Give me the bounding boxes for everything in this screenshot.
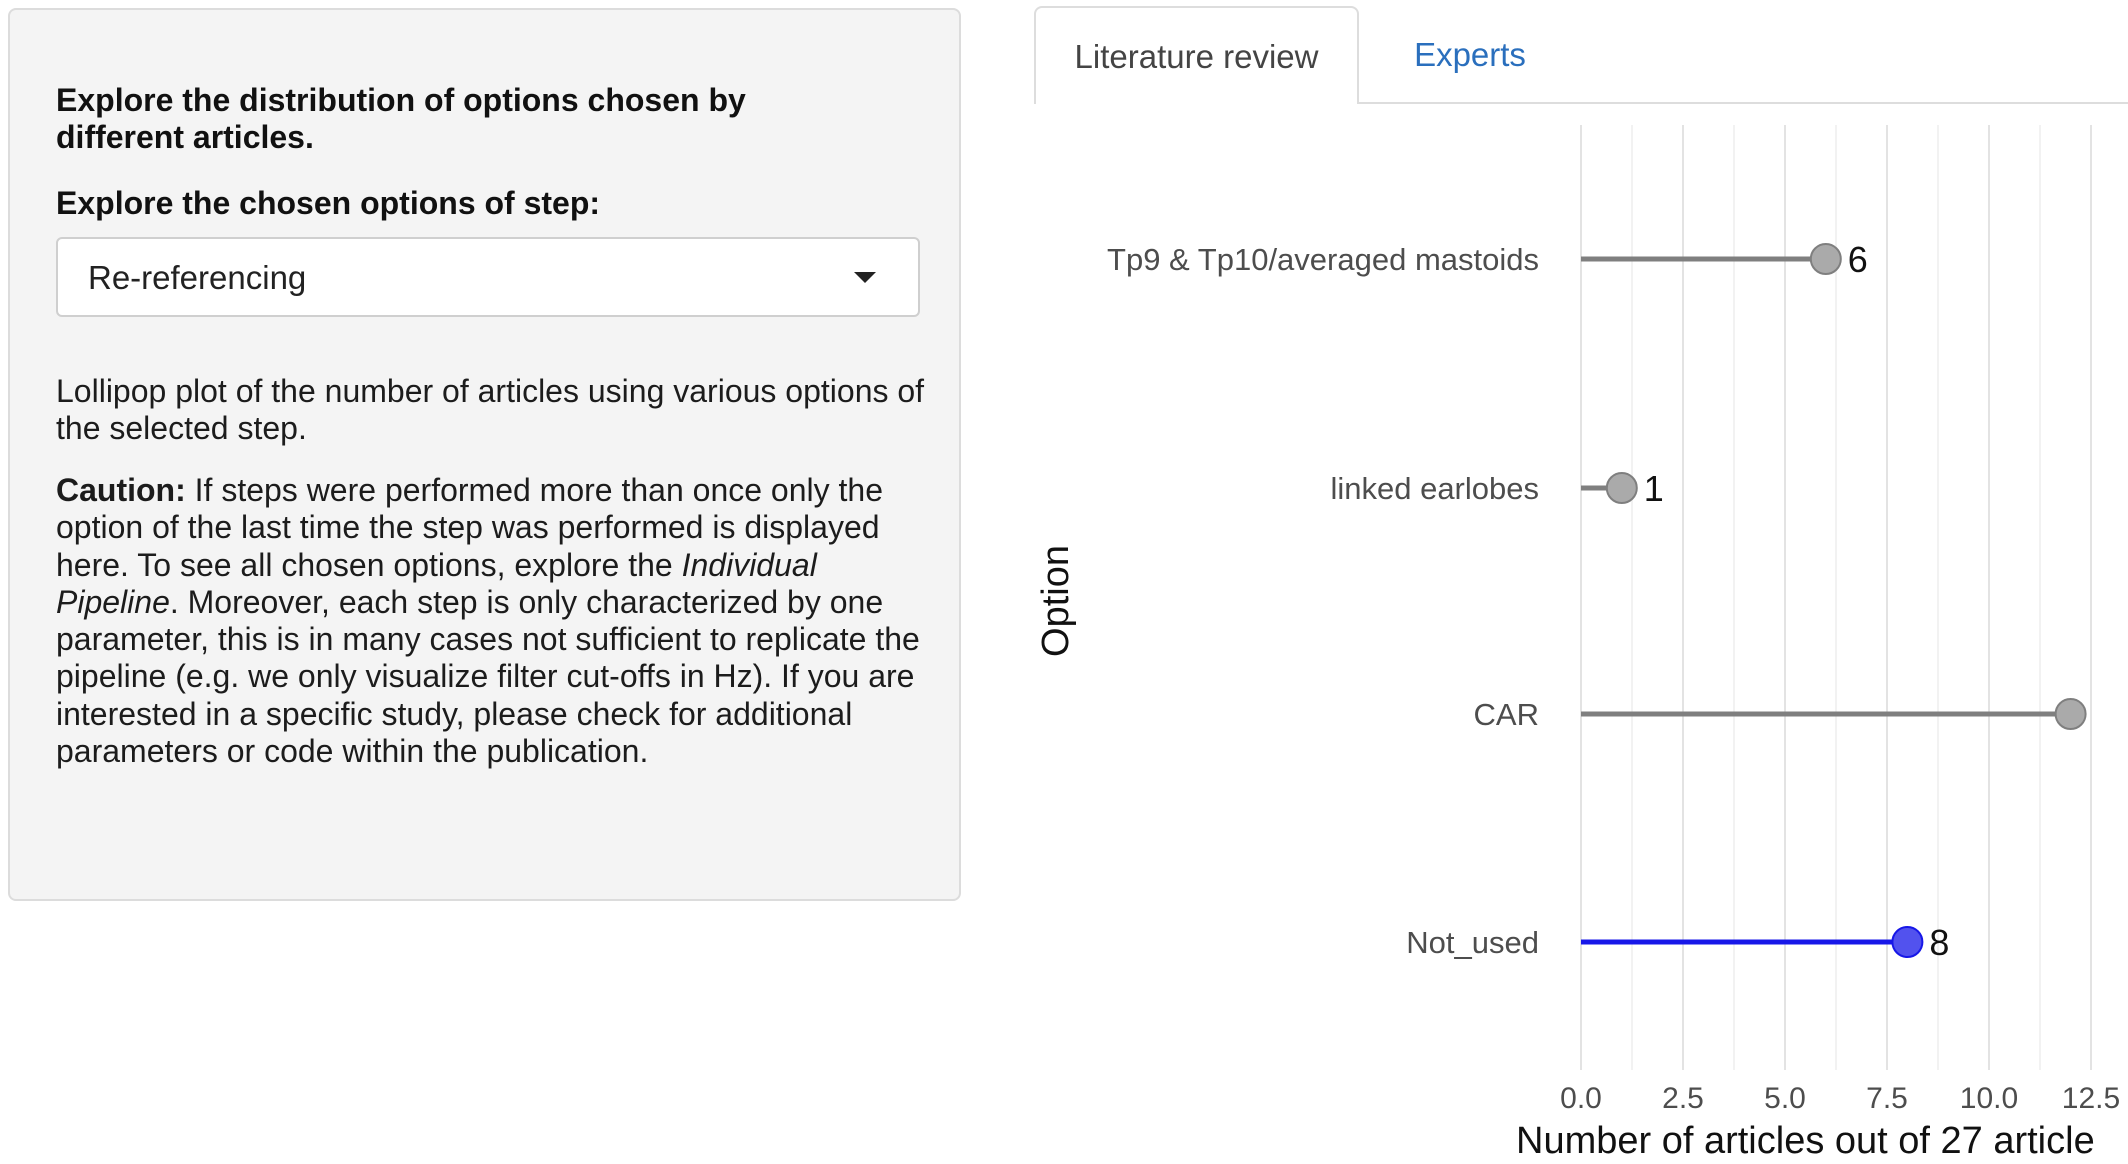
- step-select-label: Explore the chosen options of step:: [56, 185, 601, 221]
- caution-note: Caution: If steps were performed more th…: [56, 472, 936, 770]
- chevron-down-icon: [854, 272, 876, 283]
- step-select[interactable]: Re-referencing: [56, 237, 920, 317]
- category-label: linked earlobes: [1330, 471, 1539, 506]
- sidebar-panel: Explore the distribution of options chos…: [8, 8, 961, 901]
- x-tick-label: 10.0: [1960, 1082, 2018, 1115]
- x-axis-title: Number of articles out of 27 article: [1516, 1120, 2095, 1162]
- x-tick-label: 7.5: [1866, 1082, 1908, 1115]
- caution-text-1: If steps were performed more than once o…: [56, 472, 883, 583]
- lollipop-point: [1809, 243, 1842, 275]
- category-label: CAR: [1474, 697, 1539, 732]
- lollipop-chart: Tp9 & Tp10/averaged mastoids 6 linked earl…: [1035, 125, 2120, 1162]
- tab-literature-review[interactable]: Literature review: [1034, 6, 1359, 104]
- plot-description: Lollipop plot of the number of articles …: [56, 373, 925, 447]
- tab-experts[interactable]: Experts: [1414, 36, 1526, 73]
- x-tick-label: 5.0: [1764, 1082, 1806, 1115]
- value-label: 8: [1929, 922, 1949, 963]
- caution-link-text: Individual Pipeline: [56, 546, 817, 620]
- lollipop-point: [1605, 472, 1638, 504]
- category-label: Tp9 & Tp10/averaged mastoids: [1107, 242, 1539, 277]
- tab-underline: [1358, 102, 2128, 104]
- category-label: Not_used: [1406, 925, 1539, 960]
- x-tick-label: 0.0: [1560, 1082, 1602, 1115]
- value-label: 6: [1848, 239, 1868, 280]
- sidebar-heading: Explore the distribution of options chos…: [56, 82, 746, 155]
- caution-text-2: . Moreover, each step is only characteri…: [56, 583, 920, 770]
- y-axis-title: Option: [1035, 545, 1077, 657]
- x-tick-label: 2.5: [1662, 1082, 1704, 1115]
- value-label: 1: [1644, 468, 1664, 509]
- step-select-value: Re-referencing: [88, 259, 307, 296]
- lollipop-point: [2054, 698, 2087, 730]
- x-tick-label: 12.5: [2062, 1082, 2120, 1115]
- lollipop-point: [1891, 926, 1924, 958]
- caution-label: Caution:: [56, 472, 186, 508]
